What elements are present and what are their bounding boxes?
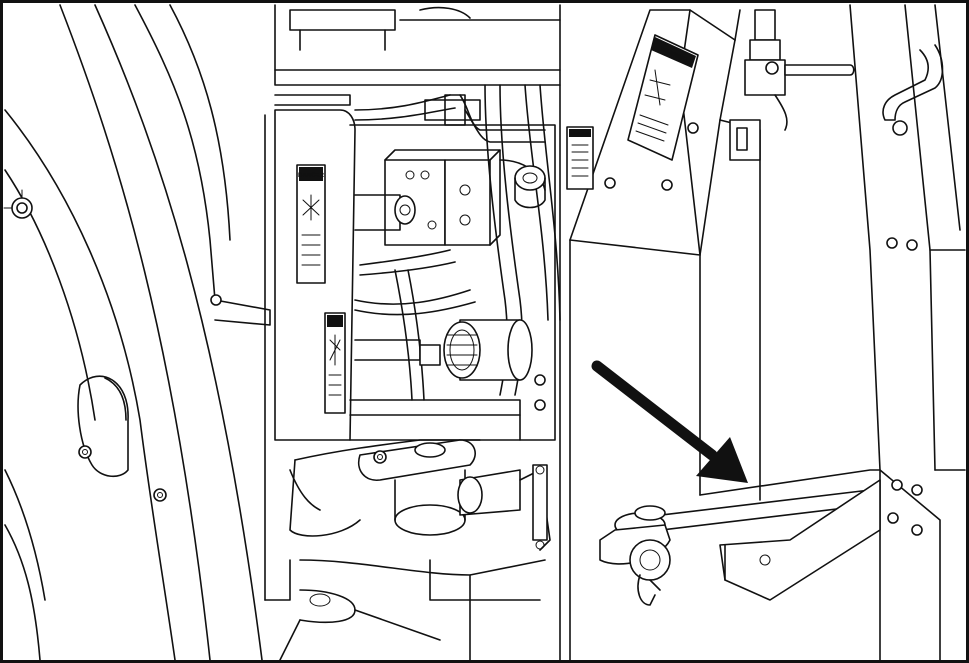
left-loader-arm bbox=[4, 4, 271, 661]
top-frame bbox=[274, 4, 561, 106]
nut-icon bbox=[887, 512, 899, 524]
nut-icon bbox=[78, 445, 92, 459]
nut-icon bbox=[153, 488, 167, 502]
decal-warning-small-label: WARNING bbox=[570, 131, 589, 136]
nut-icon bbox=[906, 239, 918, 251]
nut-icon bbox=[661, 179, 673, 191]
nut-icon bbox=[3, 189, 33, 219]
articulation-joint bbox=[264, 439, 551, 661]
filter-icon bbox=[419, 319, 533, 381]
warning-decal-icon: DANGER bbox=[296, 164, 326, 284]
nut-icon bbox=[891, 479, 903, 491]
nut-icon bbox=[886, 237, 898, 249]
nut-icon bbox=[911, 484, 923, 496]
nut-icon bbox=[687, 122, 699, 134]
valve-icon bbox=[514, 165, 546, 209]
nut-icon bbox=[210, 294, 222, 306]
nut-icon bbox=[911, 524, 923, 536]
nut-icon bbox=[534, 399, 546, 411]
bracket bbox=[719, 479, 881, 601]
decal-danger-label: DANGER bbox=[298, 173, 325, 179]
nut-icon bbox=[604, 177, 616, 189]
warning-decal-icon bbox=[324, 312, 346, 414]
valve-icon bbox=[729, 9, 855, 161]
valve-icon bbox=[354, 149, 501, 246]
warning-decal-icon: WARNING bbox=[627, 34, 699, 161]
arrow-icon bbox=[591, 360, 748, 483]
nut-icon bbox=[534, 374, 546, 386]
nut-icon bbox=[373, 450, 387, 464]
tie-rod bbox=[599, 505, 671, 606]
grab-handle bbox=[882, 44, 944, 136]
warning-decal-icon: WARNING bbox=[566, 126, 594, 190]
